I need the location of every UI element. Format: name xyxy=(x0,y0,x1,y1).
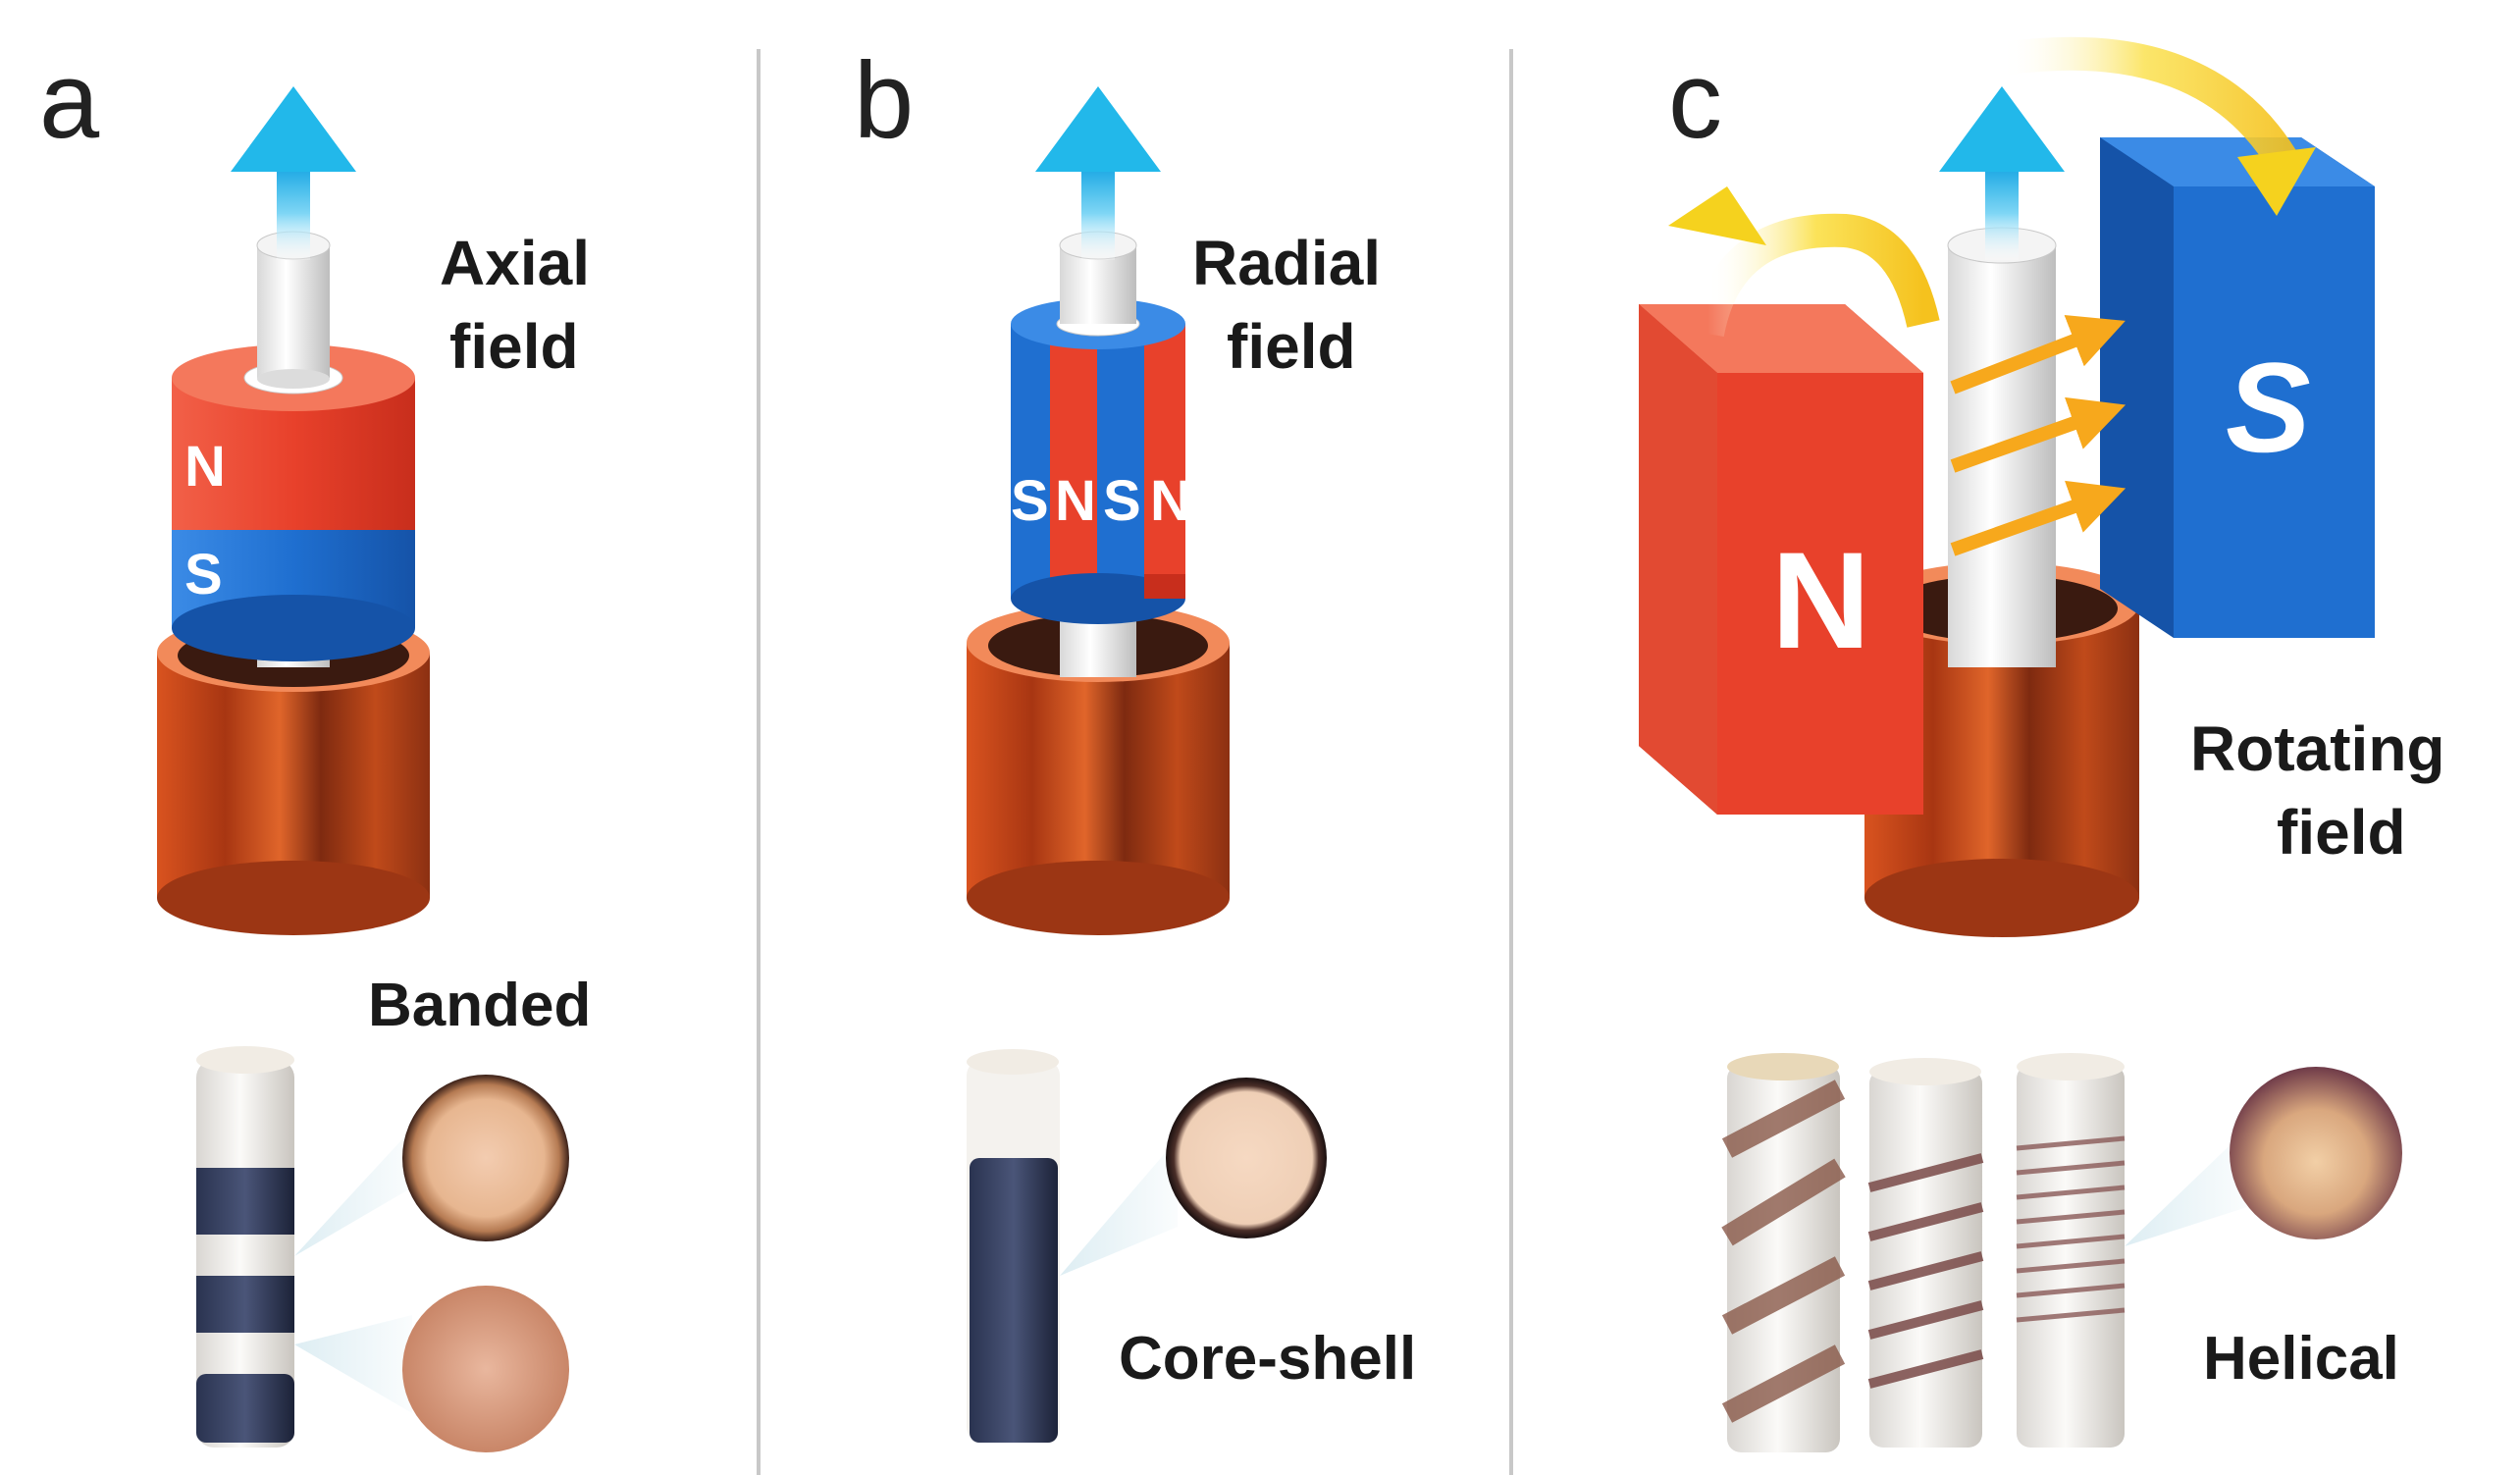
magnet-south-label: S xyxy=(2226,336,2311,479)
magnet-south: S xyxy=(2100,137,2375,638)
up-arrow-icon xyxy=(1939,86,2065,260)
cross-section-disc-b xyxy=(1166,1078,1327,1238)
field-arrow-icon xyxy=(1950,315,2126,556)
cross-section-disc-c xyxy=(2230,1067,2402,1239)
cross-section-disc-a1 xyxy=(402,1075,569,1241)
zoom-beam-a2 xyxy=(294,1315,412,1413)
magnet-north: N xyxy=(1639,304,1923,815)
coil-a xyxy=(157,613,430,935)
sample-helical-1 xyxy=(1721,1053,1846,1452)
segmented-magnet-b: S N S N xyxy=(1011,265,1191,624)
field-label-line1: Rotating xyxy=(2190,713,2445,784)
panel-a: a N S Axial fi xyxy=(39,40,591,1452)
segment-label-4: N xyxy=(1150,469,1191,533)
ring-magnet-a: N S xyxy=(172,324,415,661)
field-label-line1: Axial xyxy=(440,228,590,298)
ring-south-label: S xyxy=(184,543,223,606)
sample-label-core-shell: Core-shell xyxy=(1119,1325,1416,1393)
sample-helical-2 xyxy=(1867,1058,1984,1448)
zoom-beam-c xyxy=(2125,1129,2247,1246)
field-label-line2: field xyxy=(449,311,579,382)
ring-north-label: N xyxy=(184,435,226,499)
rotation-arrow-icon xyxy=(1668,186,1940,338)
panel-c: c S N xyxy=(1639,36,2445,1452)
up-arrow-icon xyxy=(231,86,356,260)
sample-banded xyxy=(196,1046,294,1448)
up-arrow-icon xyxy=(1035,86,1161,260)
panel-letter-a: a xyxy=(39,40,100,161)
sample-core-shell xyxy=(967,1049,1060,1443)
panel-letter-c: c xyxy=(1668,40,1722,161)
field-label-line1: Radial xyxy=(1192,228,1381,298)
rotation-arrow-icon xyxy=(1999,36,2316,216)
segment-label-2: N xyxy=(1055,469,1096,533)
field-label-line2: field xyxy=(2277,797,2406,868)
zoom-beam-b xyxy=(1060,1138,1178,1276)
segment-label-1: S xyxy=(1011,469,1049,533)
sample-label-banded: Banded xyxy=(368,972,591,1039)
panel-letter-b: b xyxy=(854,40,914,161)
cross-section-disc-a2 xyxy=(402,1286,569,1452)
panel-b: b S N S N Ra xyxy=(854,40,1416,1443)
field-label-line2: field xyxy=(1227,311,1356,382)
zoom-beam-a1 xyxy=(294,1129,412,1256)
sample-label-helical: Helical xyxy=(2203,1325,2399,1393)
magnet-north-label: N xyxy=(1771,523,1870,677)
segment-label-3: S xyxy=(1103,469,1141,533)
sample-helical-3 xyxy=(2016,1053,2126,1448)
